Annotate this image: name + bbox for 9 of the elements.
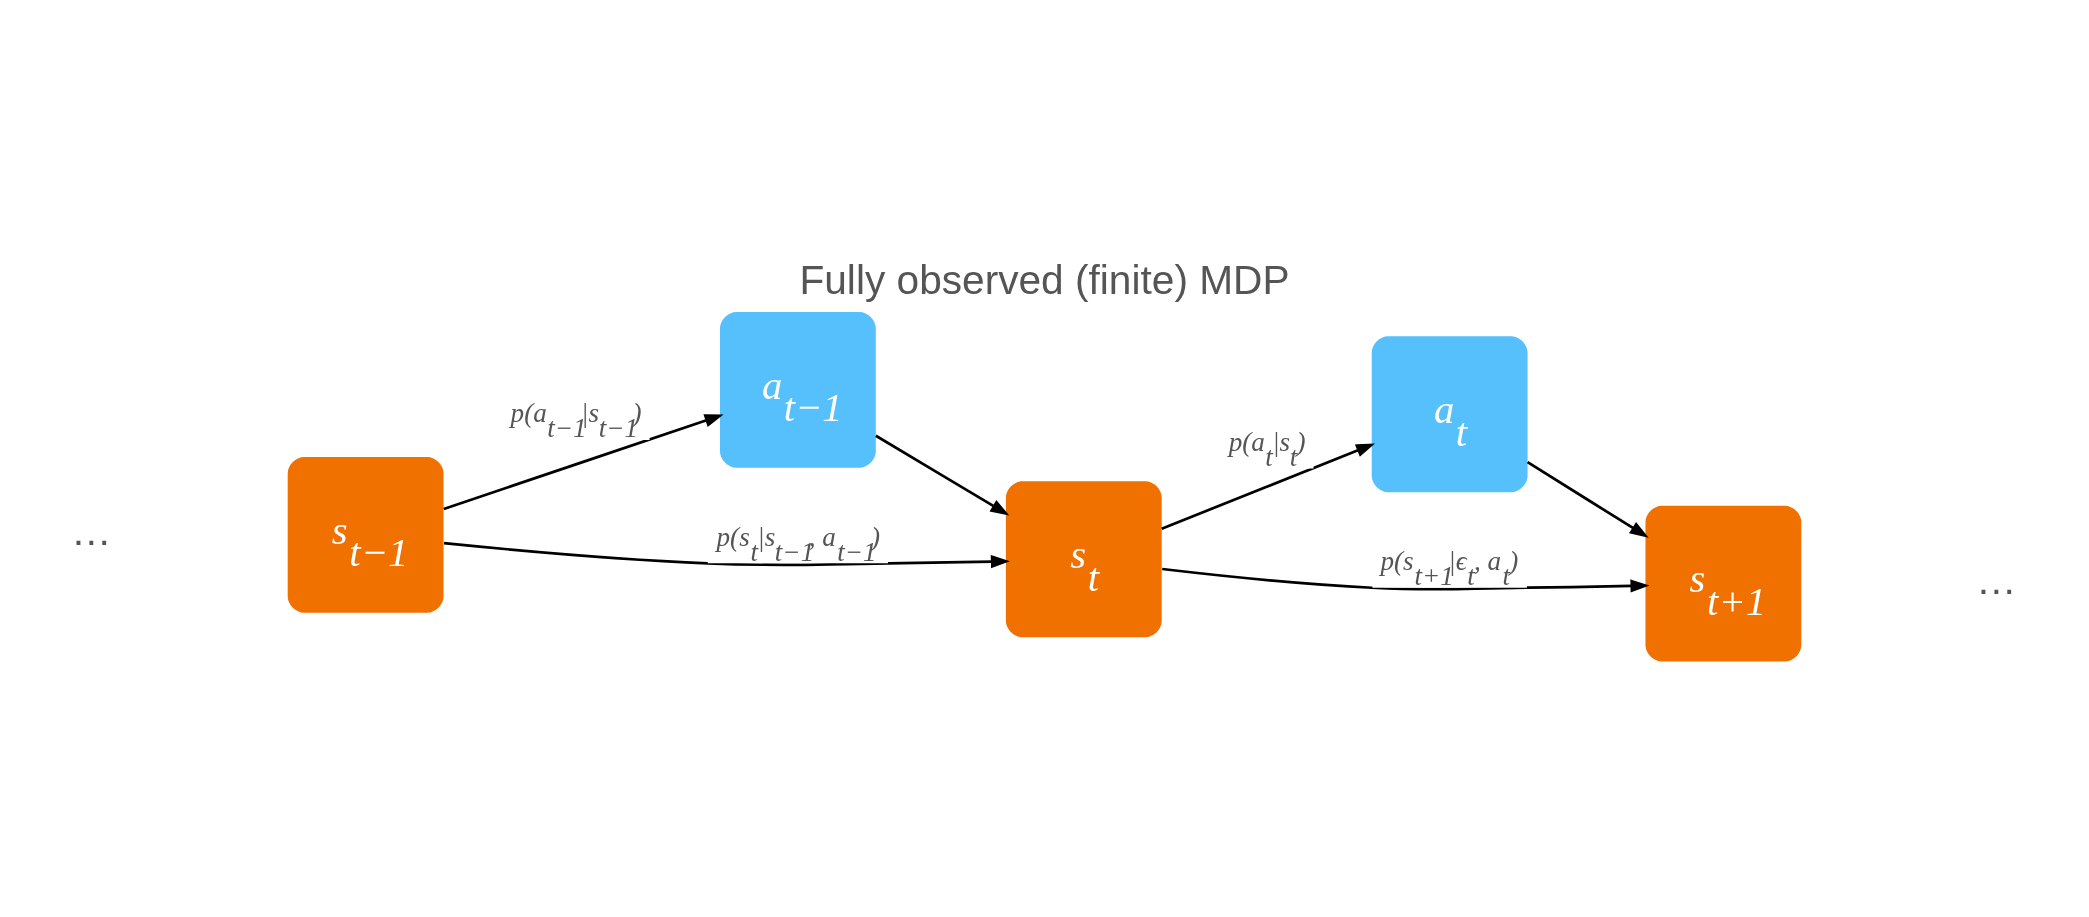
label: … <box>70 507 112 554</box>
arrow <box>1162 567 1650 593</box>
arrow <box>443 413 724 510</box>
arrow <box>1161 443 1376 530</box>
label: … <box>1976 556 2017 603</box>
arrow <box>875 434 1010 515</box>
arrow <box>443 541 1010 568</box>
diagram-title: Fully observed (finite) MDP <box>799 256 1290 303</box>
arrow <box>1526 460 1649 538</box>
